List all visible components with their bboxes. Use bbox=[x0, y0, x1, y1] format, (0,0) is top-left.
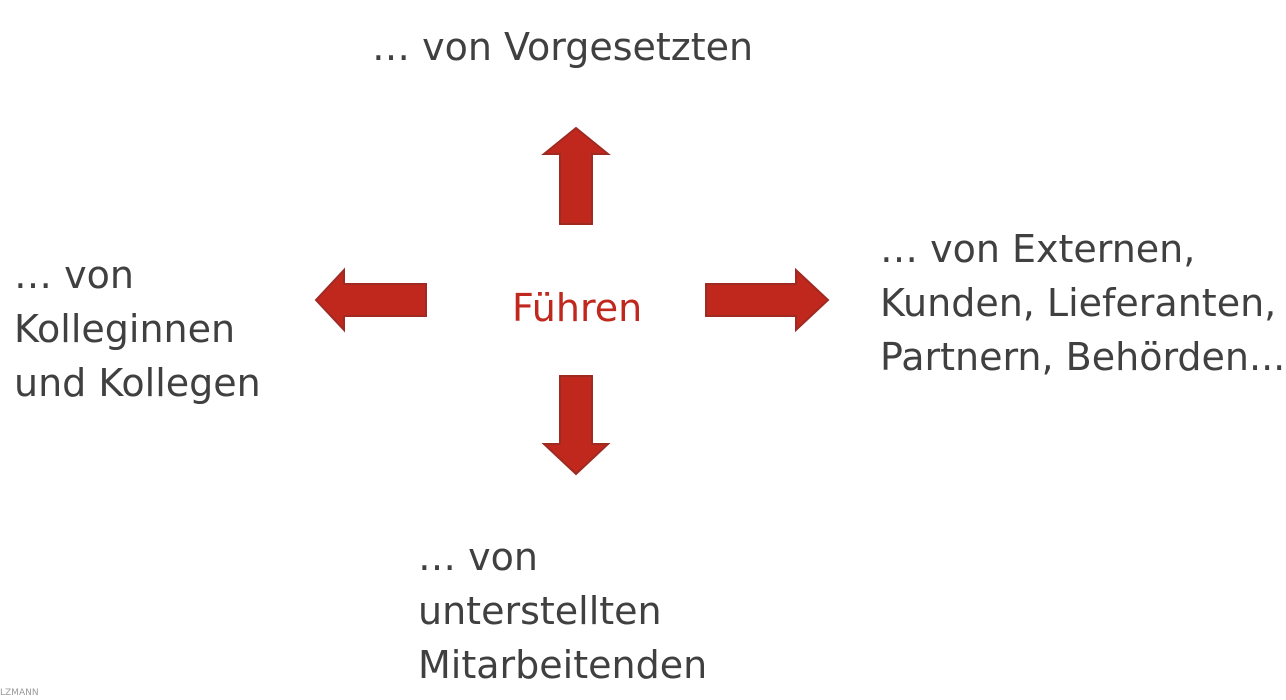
label-subordinates-line-1: … von bbox=[418, 535, 538, 579]
arrow-left-icon bbox=[314, 267, 427, 333]
label-colleagues-line-1: … von bbox=[14, 253, 134, 297]
arrow-down-icon bbox=[541, 375, 611, 476]
label-colleagues: … von Kolleginnen und Kollegen bbox=[14, 248, 261, 410]
label-colleagues-line-3: und Kollegen bbox=[14, 361, 261, 405]
label-subordinates: … von unterstellten Mitarbeitenden bbox=[418, 530, 707, 692]
center-label-leading: Führen bbox=[512, 286, 643, 330]
label-colleagues-line-2: Kolleginnen bbox=[14, 307, 236, 351]
label-externals-line-3: Partnern, Behörden... bbox=[880, 335, 1286, 379]
label-superiors: … von Vorgesetzten bbox=[372, 20, 753, 74]
footer-watermark: LZMANN bbox=[0, 688, 39, 698]
arrow-up-icon bbox=[541, 126, 611, 225]
label-superiors-line-1: … von Vorgesetzten bbox=[372, 25, 754, 69]
label-externals: … von Externen, Kunden, Lieferanten, Par… bbox=[880, 222, 1285, 384]
label-subordinates-line-3: Mitarbeitenden bbox=[418, 643, 708, 687]
label-externals-line-1: … von Externen, bbox=[880, 227, 1196, 271]
arrow-right-icon bbox=[705, 267, 830, 333]
label-subordinates-line-2: unterstellten bbox=[418, 589, 662, 633]
label-externals-line-2: Kunden, Lieferanten, bbox=[880, 281, 1277, 325]
